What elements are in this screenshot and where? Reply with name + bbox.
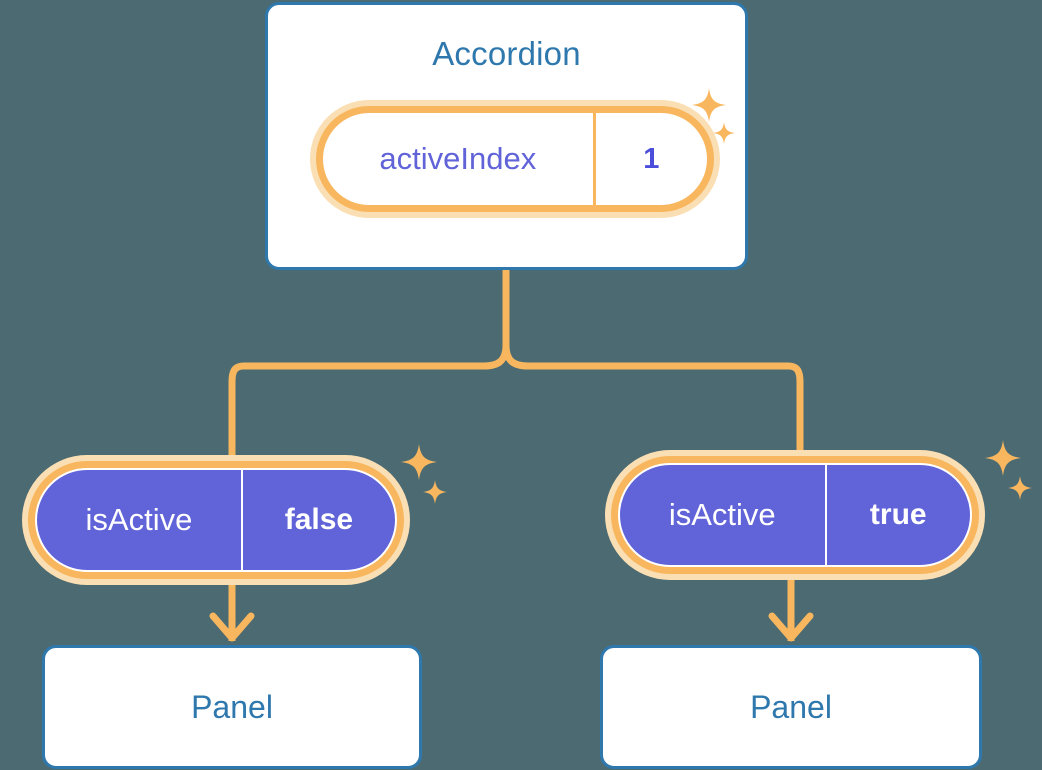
panel-component-card-right[interactable]: Panel: [600, 645, 982, 769]
badge-ring: activeIndex 1: [316, 106, 714, 212]
badge-ring: isActive true: [611, 456, 979, 574]
sparkle-icon: [423, 480, 447, 504]
arrow-right-badge-to-panel: [768, 580, 814, 642]
connector-branch-right: [502, 341, 804, 456]
prop-badge-isactive-right[interactable]: isActive true: [605, 450, 985, 580]
sparkle-icon: [692, 88, 726, 122]
badge-value-activeindex: 1: [643, 142, 660, 175]
badge-value-isactive-left: false: [284, 503, 354, 536]
badge-body: isActive false: [35, 468, 397, 572]
badge-key-activeindex: activeIndex: [323, 113, 596, 205]
badge-body: activeIndex 1: [323, 113, 707, 205]
accordion-title: Accordion: [432, 35, 581, 72]
panel-component-card-left[interactable]: Panel: [42, 645, 422, 769]
sparkle-icon: [401, 444, 437, 480]
panel-title-left: Panel: [191, 688, 273, 725]
sparkle-icon: [985, 440, 1021, 476]
badge-key-isactive-right: isActive: [620, 465, 827, 565]
arrow-left-badge-to-panel: [209, 585, 255, 642]
connector-branch-left: [228, 341, 510, 459]
badge-body: isActive true: [618, 463, 972, 567]
prop-badge-isactive-left[interactable]: isActive false: [22, 455, 410, 585]
panel-title-right: Panel: [750, 688, 832, 725]
badge-key-isactive-left: isActive: [37, 470, 243, 570]
sparkle-icon: [713, 122, 735, 144]
badge-ring: isActive false: [28, 461, 404, 579]
sparkle-icon: [1008, 476, 1032, 500]
state-badge-activeindex[interactable]: activeIndex 1: [310, 100, 720, 218]
badge-value-isactive-right: true: [869, 498, 927, 531]
